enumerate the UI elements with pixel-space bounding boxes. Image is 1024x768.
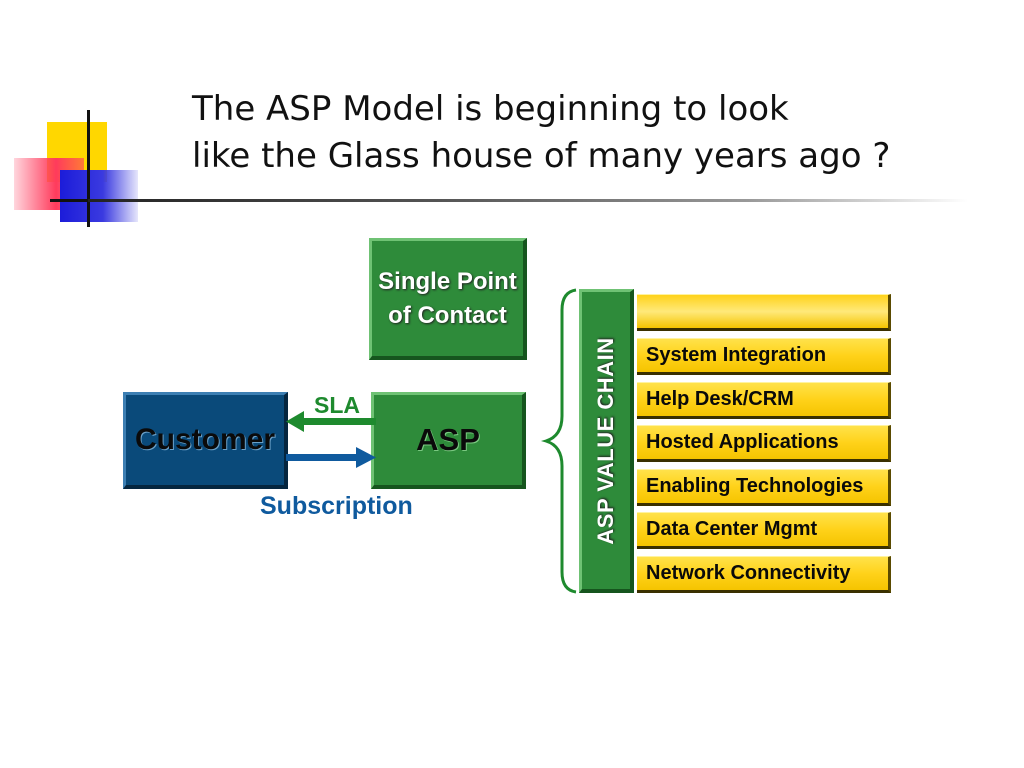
value-chain-item-enabling-technologies: Enabling Technologies [637, 469, 891, 506]
customer-box: Customer [123, 392, 288, 489]
value-chain-item-blank [637, 294, 891, 331]
slide-title: The ASP Model is beginning to look like … [192, 86, 982, 180]
customer-label: Customer [134, 423, 276, 456]
asp-label: ASP [416, 422, 480, 457]
asp-value-chain-bar: ASP VALUE CHAIN [579, 289, 634, 593]
sla-arrow-icon [286, 411, 376, 432]
curly-brace-icon [540, 288, 577, 594]
value-chain-item-label: Hosted Applications [646, 431, 839, 453]
subscription-arrow-icon [286, 447, 376, 468]
single-point-of-contact-box: Single Point of Contact [369, 238, 527, 360]
logo-vertical-line [87, 110, 90, 227]
value-chain-item-data-center: Data Center Mgmt [637, 512, 891, 549]
value-chain-item-label: Data Center Mgmt [646, 518, 818, 540]
subscription-label: Subscription [260, 492, 413, 520]
value-chain-item-system-integration: System Integration [637, 338, 891, 375]
value-chain-item-help-desk: Help Desk/CRM [637, 382, 891, 419]
spoc-line-1: Single Point [378, 267, 517, 295]
value-chain-item-network-connectivity: Network Connectivity [637, 556, 891, 593]
value-chain-item-hosted-applications: Hosted Applications [637, 425, 891, 462]
arrows-svg [286, 411, 376, 468]
title-line-1: The ASP Model is beginning to look [192, 89, 789, 129]
value-chain-item-label: Network Connectivity [646, 562, 851, 584]
value-chain-item-label: Help Desk/CRM [646, 388, 794, 410]
title-line-2: like the Glass house of many years ago ? [192, 136, 891, 176]
logo-blue-square [60, 170, 138, 222]
value-chain-item-label: Enabling Technologies [646, 475, 864, 497]
title-underline [88, 199, 968, 202]
value-chain-item-label: System Integration [646, 344, 827, 366]
value-chain-label: ASP VALUE CHAIN [593, 336, 618, 545]
asp-box: ASP [371, 392, 526, 489]
sla-label: SLA [314, 392, 360, 418]
spoc-line-2: of Contact [388, 301, 507, 329]
